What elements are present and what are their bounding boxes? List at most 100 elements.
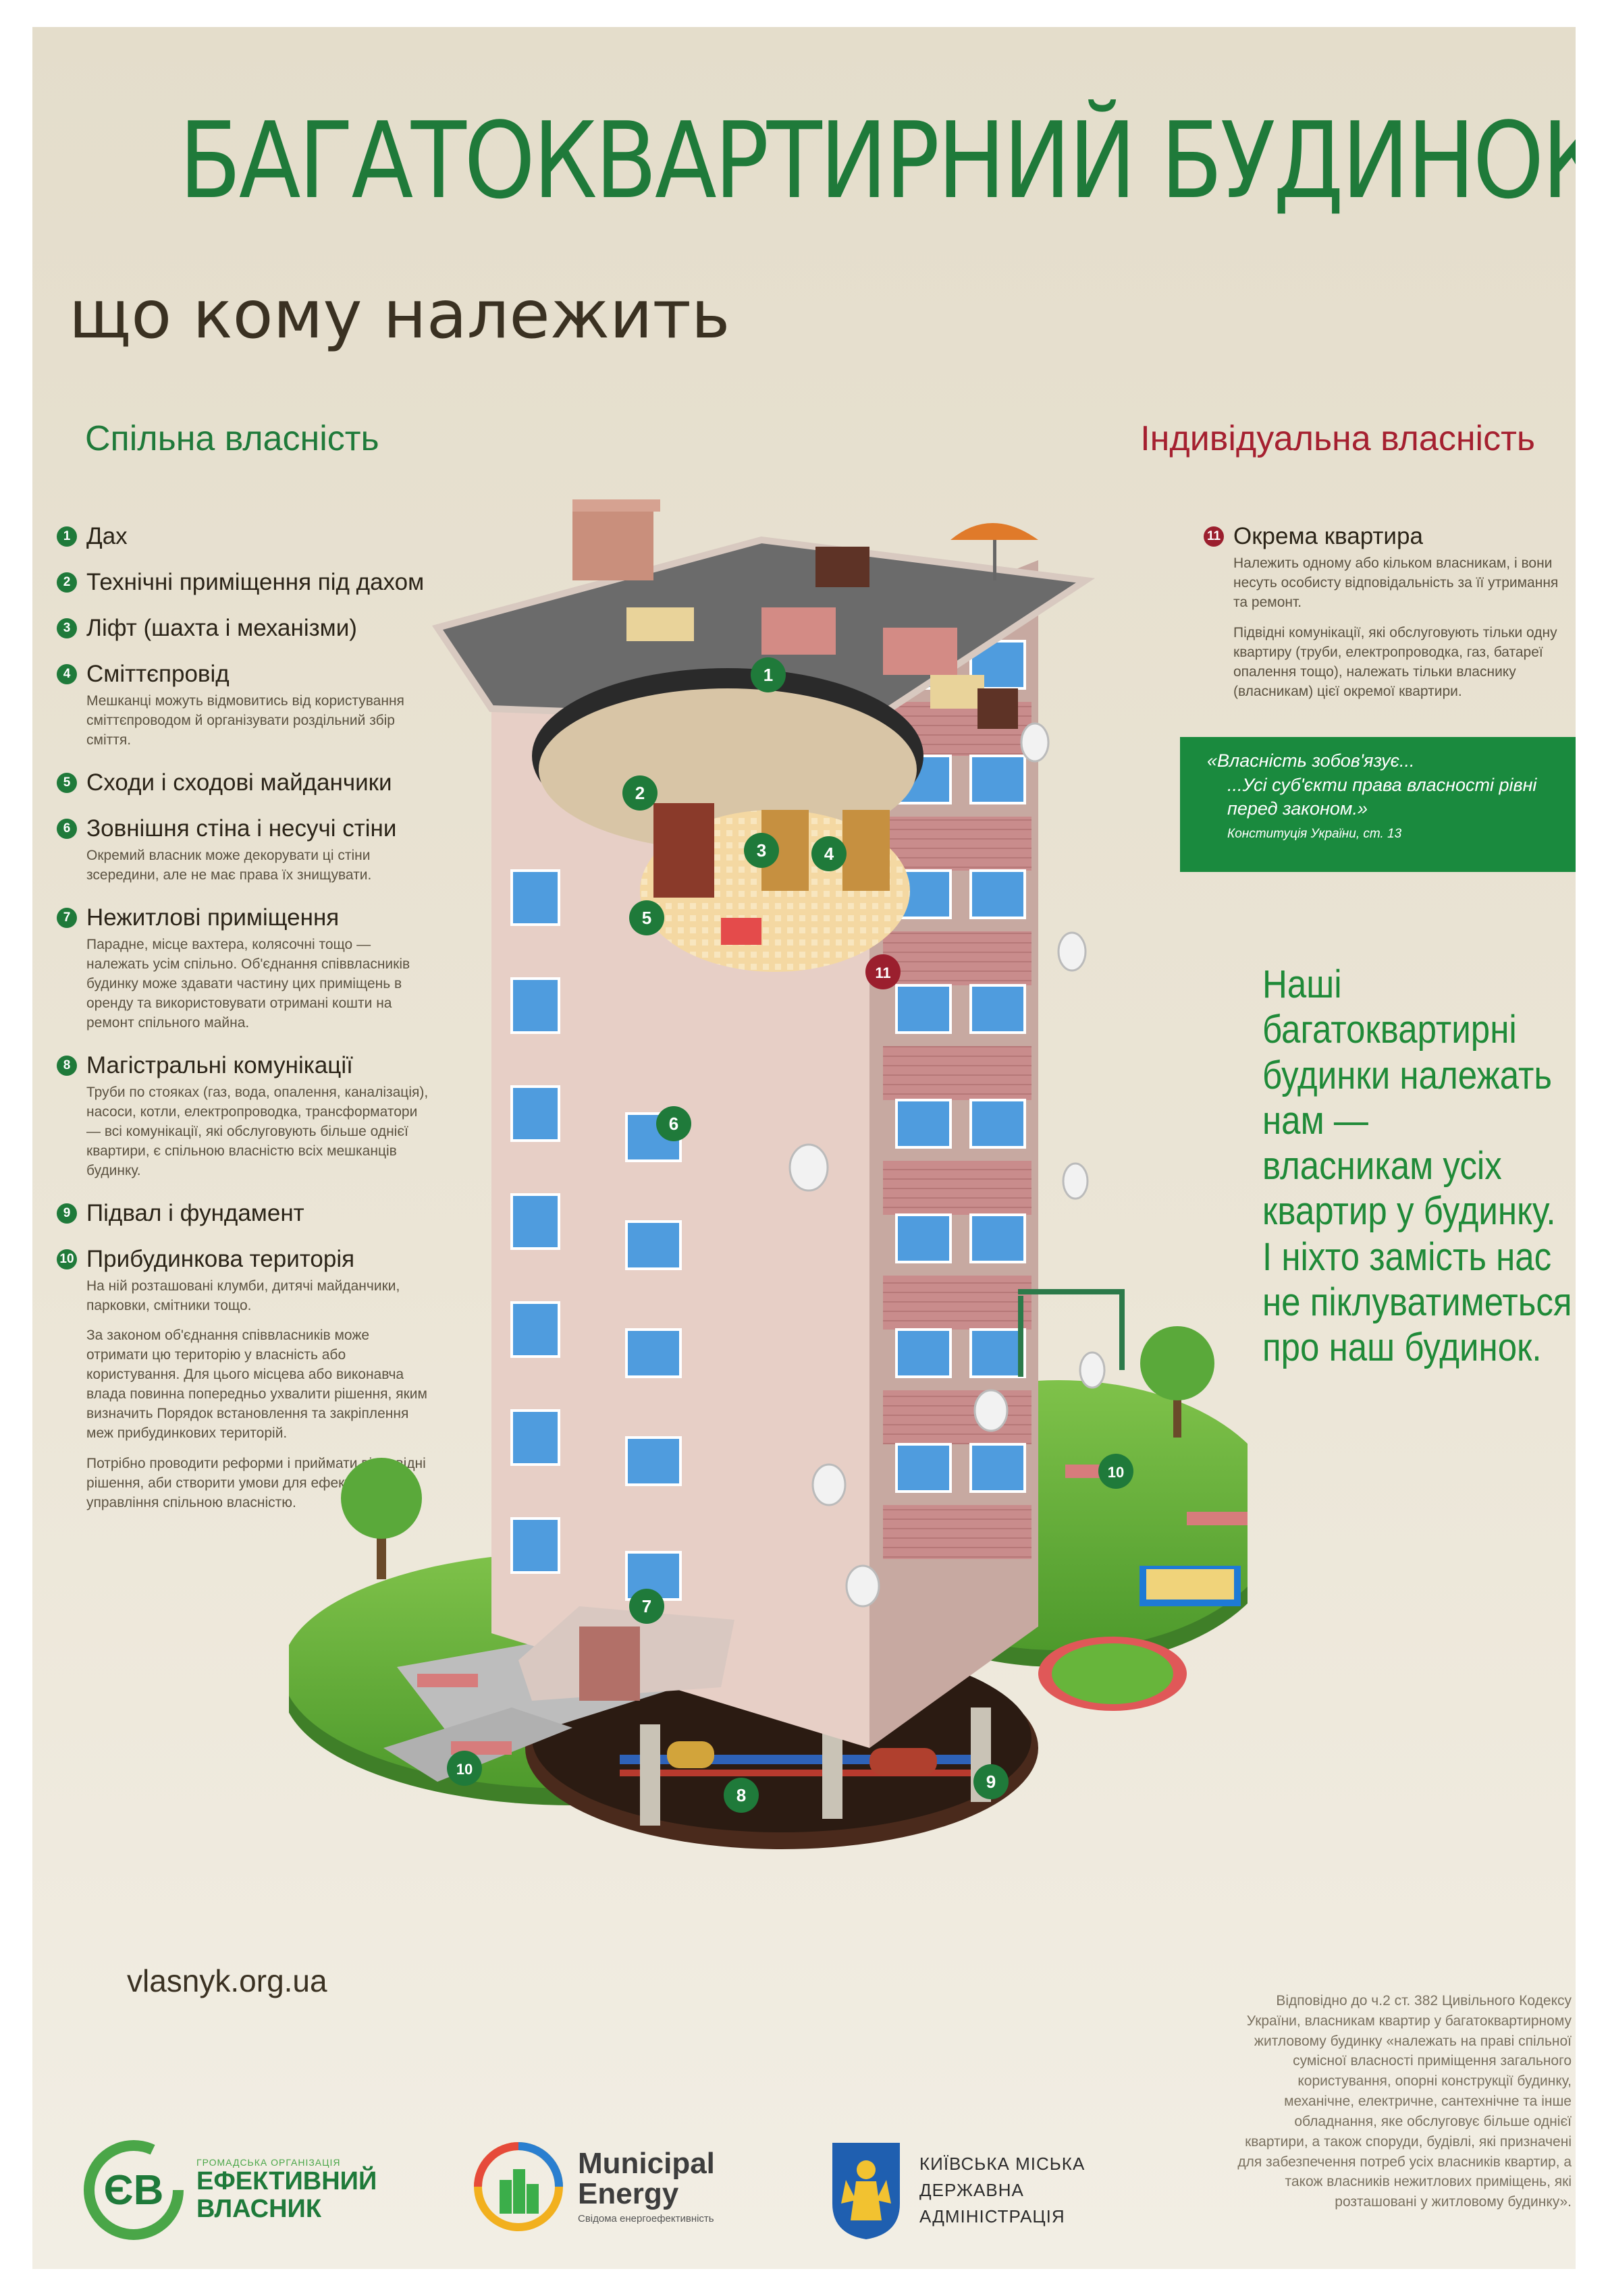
slogan-line: про наш будинок. xyxy=(1262,1325,1542,1370)
item-title: Технічні приміщення під дахом xyxy=(86,569,425,595)
kyiv-name-line: КИЇВСЬКА МІСЬКА xyxy=(919,2153,1086,2174)
page-title: БАГАТОКВАРТИРНИЙ БУДИНОК xyxy=(179,99,1576,222)
slogan-line: Наші xyxy=(1262,962,1342,1006)
item-description: На ній розташовані клумби, дитячі майдан… xyxy=(86,1278,400,1313)
kyiv-name-line: АДМІНІСТРАЦІЯ xyxy=(919,2206,1065,2226)
marker-label: 7 xyxy=(642,1596,651,1616)
website-link[interactable]: vlasnyk.org.ua xyxy=(127,1963,327,1998)
quote-source: Конституція України, ст. 13 xyxy=(1227,826,1402,841)
marker-badge: 10 xyxy=(1098,1454,1133,1489)
list-item: 3 Ліфт (шахта і механізми) xyxy=(57,615,435,642)
item-title: Нежитлові приміщення xyxy=(86,904,340,931)
number-badge: 2 xyxy=(57,572,77,593)
slogan-line: багатоквартирні xyxy=(1262,1008,1517,1052)
marker-badge: 4 xyxy=(811,836,847,871)
marker-label: 10 xyxy=(1108,1464,1124,1481)
municipal-energy-logo: Municipal Energy Свідома енергоефективні… xyxy=(471,2139,715,2234)
eb-org-label: ГРОМАДСЬКА ОРГАНІЗАЦІЯ xyxy=(196,2156,341,2168)
quote-line: «Власність зобов'язує... xyxy=(1207,750,1415,771)
individual-property-heading: Індивідуальна власність xyxy=(1140,419,1535,458)
list-item: 2 Технічні приміщення під дахом xyxy=(57,569,435,596)
number-badge: 1 xyxy=(57,526,77,547)
item-description: Потрібно проводити реформи і приймати ві… xyxy=(86,1456,426,1511)
item-description: Окремий власник може декорувати ці стіни… xyxy=(86,847,372,883)
item-title: Прибудинкова територія xyxy=(86,1245,355,1272)
marker-label: 1 xyxy=(763,665,773,685)
marker-badge: 7 xyxy=(629,1589,664,1624)
marker-label: 5 xyxy=(642,908,651,928)
marker-badge: 3 xyxy=(744,833,779,868)
item-title: Сходи і сходові майданчики xyxy=(86,769,392,796)
slogan: Наші багатоквартирні будинки належать на… xyxy=(1262,962,1573,1370)
constitution-quote: «Власність зобов'язує... ...Усі суб'єкти… xyxy=(1180,737,1576,872)
number-badge: 11 xyxy=(1204,526,1224,547)
common-property-heading: Спільна власність xyxy=(85,419,379,458)
number-badge: 5 xyxy=(57,772,77,793)
marker-label: 11 xyxy=(875,964,890,981)
marker-label: 2 xyxy=(635,783,645,803)
item-title: Сміттєпровід xyxy=(86,661,230,687)
eb-name-line: ВЛАСНИК xyxy=(196,2195,322,2223)
item-title: Окрема квартира xyxy=(1233,523,1423,549)
poster: БАГАТОКВАРТИРНИЙ БУДИНОК що кому належит… xyxy=(32,27,1576,2269)
list-item: 1 Дах xyxy=(57,523,435,550)
marker-badge: 5 xyxy=(629,900,664,935)
legal-note: Відповідно до ч.2 ст. 382 Цивільного Код… xyxy=(1237,1993,1572,2210)
marker-badge: 8 xyxy=(724,1778,759,1813)
list-item: 8 Магістральні комунікації Труби по стояк… xyxy=(57,1052,435,1181)
number-badge: 3 xyxy=(57,618,77,638)
kyiv-coat-of-arms-icon xyxy=(832,2143,900,2239)
marker-label: 9 xyxy=(986,1772,996,1792)
efektyvnyi-vlasnyk-logo: ЄВ ГРОМАДСЬКА ОРГАНІЗАЦІЯ ЕФЕКТИВНИЙ ВЛА… xyxy=(83,2139,377,2241)
quote-line: ...Усі суб'єкти права власності рівні пе… xyxy=(1227,774,1537,819)
me-tagline: Свідома енергоефективність xyxy=(578,2213,714,2225)
marker-badge: 9 xyxy=(973,1764,1009,1799)
building-illustration: 1 2 3 4 5 6 7 8 9 10 10 11 xyxy=(289,499,1248,1849)
marker-label: 8 xyxy=(736,1785,746,1805)
list-item: 5 Сходи і сходові майданчики xyxy=(57,769,435,796)
number-badge: 4 xyxy=(57,664,77,684)
item-description: Парадне, місце вахтера, колясочні тощо —… xyxy=(86,936,410,1031)
trees xyxy=(341,1326,1214,1579)
marker-label: 6 xyxy=(669,1114,678,1134)
number-badge: 6 xyxy=(57,818,77,839)
marker-label: 10 xyxy=(456,1761,473,1778)
marker-badge: 6 xyxy=(656,1106,691,1141)
marker-badge: 11 xyxy=(865,954,901,989)
item-title: Магістральні комунікації xyxy=(86,1051,353,1078)
municipal-energy-icon xyxy=(474,2142,563,2231)
item-title: Дах xyxy=(86,523,128,549)
item-description: Мешканці можуть відмовитись від користув… xyxy=(86,693,404,748)
slogan-line: не піклуватиметься xyxy=(1262,1280,1572,1324)
svg-text:ЄВ: ЄВ xyxy=(104,2167,164,2214)
marker-label: 3 xyxy=(757,840,766,860)
item-description: За законом об'єднання співвласників може… xyxy=(86,1328,427,1442)
item-description: Підвідні комунікації, які обслуговують т… xyxy=(1233,624,1557,699)
list-item: 6 Зовнішня стіна і несучі стіни Окремий в… xyxy=(57,815,435,885)
me-name-line: Municipal xyxy=(578,2146,715,2180)
list-item: 4 Сміттєпровід Мешканці можуть відмовитис… xyxy=(57,661,435,750)
item-title: Зовнішня стіна і несучі стіни xyxy=(86,815,397,842)
slogan-line: власникам усіх xyxy=(1262,1144,1502,1188)
kyiv-name-line: ДЕРЖАВНА xyxy=(919,2179,1024,2200)
eb-name-line: ЕФЕКТИВНИЙ xyxy=(196,2166,377,2195)
item-description: Труби по стояках (газ, вода, опалення, к… xyxy=(86,1084,429,1178)
me-name-line: Energy xyxy=(578,2177,679,2210)
number-badge: 10 xyxy=(57,1249,77,1269)
entrance-door xyxy=(579,1627,640,1701)
marker-label: 4 xyxy=(824,844,834,864)
eb-logo-icon: ЄВ xyxy=(84,2140,184,2240)
individual-property-block: 11 Окрема квартира Належить одному або кі… xyxy=(1204,523,1568,713)
item-description: Належить одному або кільком власникам, і… xyxy=(1233,555,1559,610)
item-title: Ліфт (шахта і механізми) xyxy=(86,615,357,641)
marker-badge: 10 xyxy=(447,1751,482,1786)
page-subtitle: що кому належить xyxy=(69,277,730,354)
marker-badge: 2 xyxy=(622,775,658,811)
common-property-list: 1 Дах 2 Технічні приміщення під дахом 3 Ліф… xyxy=(57,523,435,1532)
list-item: 10 Прибудинкова територія На ній розташов… xyxy=(57,1246,435,1514)
basement-pipes xyxy=(620,1707,991,1826)
number-badge: 8 xyxy=(57,1055,77,1076)
slogan-line: будинки належать xyxy=(1262,1053,1552,1097)
marker-badge: 1 xyxy=(751,657,786,692)
